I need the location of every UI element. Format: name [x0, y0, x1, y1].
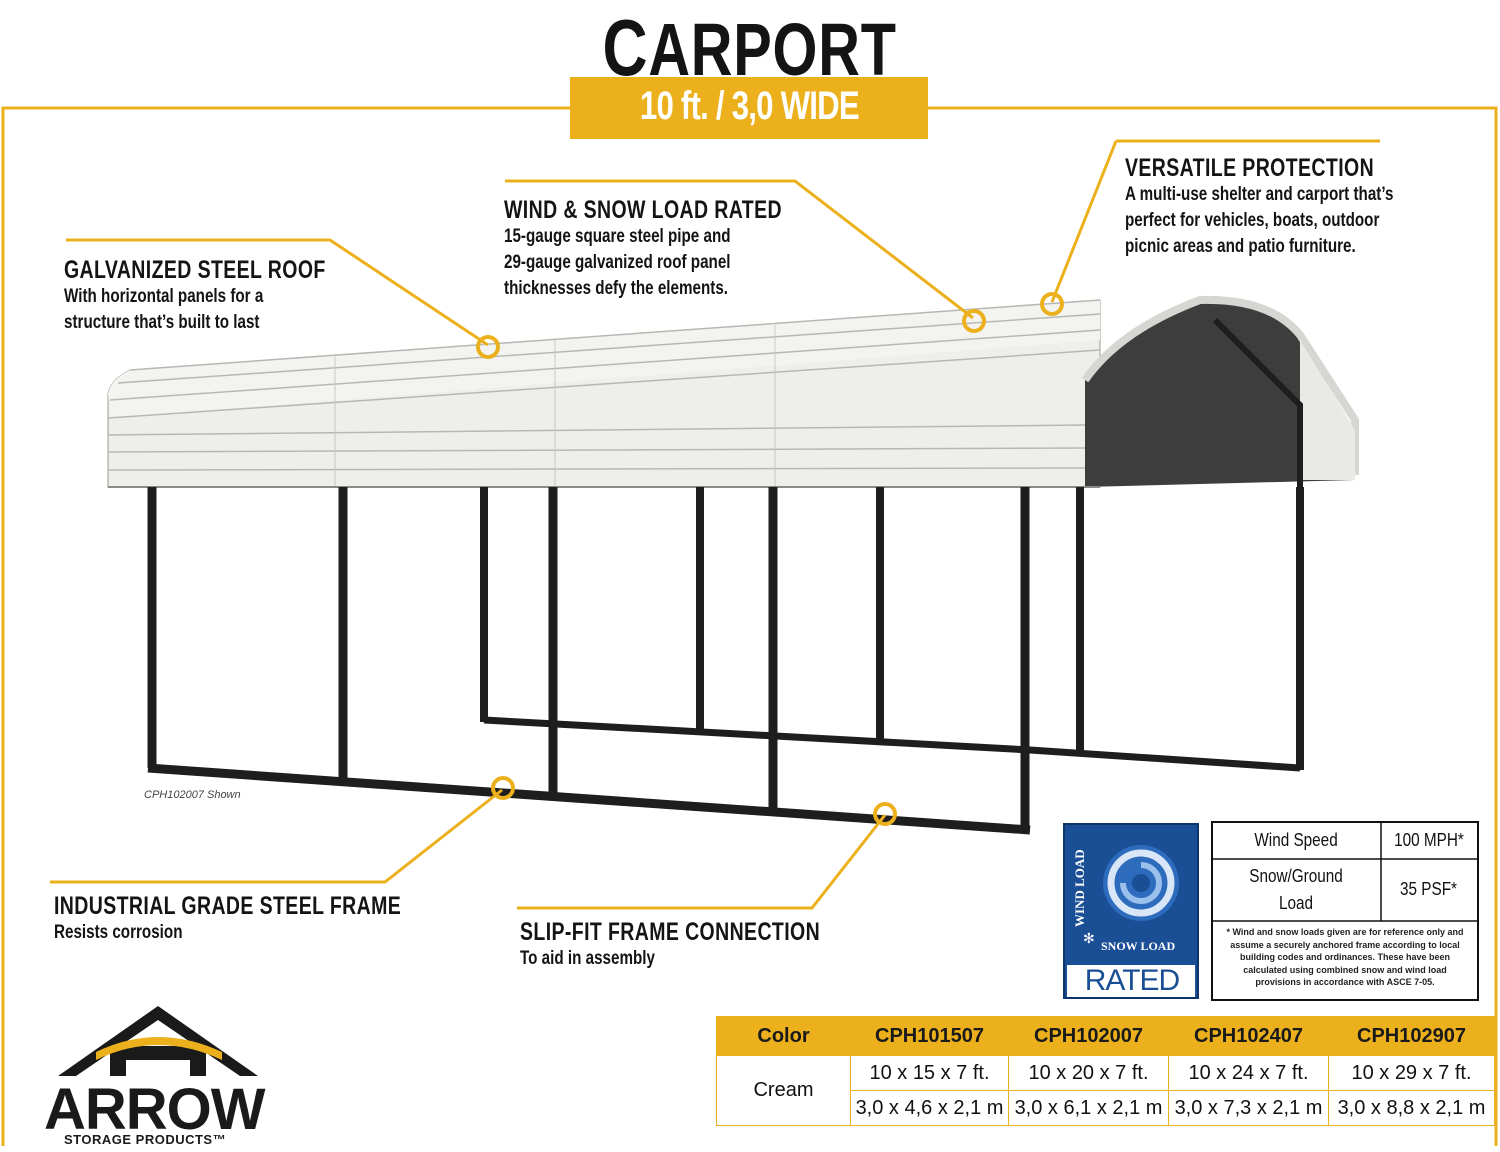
metric-size-1: 3,0 x 4,6 x 2,1 m	[850, 1090, 1009, 1126]
feature-frame-title: INDUSTRIAL GRADE STEEL FRAME	[54, 892, 402, 920]
model-header-3: CPH102407	[1168, 1016, 1329, 1056]
model-header-4: CPH102907	[1328, 1016, 1495, 1056]
feature-versatile-line-3: picnic areas and patio furniture.	[1125, 235, 1356, 257]
imperial-size-4: 10 x 29 x 7 ft.	[1328, 1055, 1495, 1091]
feature-roof-line-2: structure that’s built to last	[64, 311, 260, 333]
model-size-table: Color CPH101507 CPH102007 CPH102407 CPH1…	[716, 1016, 1495, 1126]
svg-text:✻: ✻	[1083, 930, 1095, 946]
metric-size-2: 3,0 x 6,1 x 2,1 m	[1008, 1090, 1169, 1126]
wind-speed-label: Wind Speed	[1254, 830, 1338, 850]
carport-frame	[147, 487, 1304, 835]
feature-wind-line-2: 29-gauge galvanized roof panel	[504, 251, 731, 273]
badge-rated-text: RATED	[1084, 964, 1180, 997]
arrow-logo: ARROW	[44, 1077, 266, 1142]
shown-caption: CPH102007 Shown	[144, 789, 241, 801]
snow-load-label-2: Load	[1278, 893, 1314, 913]
load-spec-table	[1211, 821, 1479, 1001]
feature-roof: GALVANIZED STEEL ROOF With horizontal pa…	[64, 256, 400, 335]
color-header: Color	[716, 1016, 851, 1056]
wind-speed-value: 100 MPH*	[1394, 830, 1464, 850]
feature-versatile-line-1: A multi-use shelter and carport that’s	[1125, 183, 1394, 205]
imperial-size-1: 10 x 15 x 7 ft.	[850, 1055, 1009, 1091]
badge-snow-text: SNOW LOAD	[1101, 939, 1176, 953]
feature-wind-line-1: 15-gauge square steel pipe and	[504, 225, 731, 247]
color-value: Cream	[716, 1055, 851, 1126]
metric-size-3: 3,0 x 7,3 x 2,1 m	[1168, 1090, 1329, 1126]
subtitle-banner	[570, 77, 928, 139]
feature-versatile-title: VERSATILE PROTECTION	[1125, 154, 1375, 182]
callout-lines	[50, 139, 1380, 910]
load-rated-badge: ✻ WIND LOAD SNOW LOAD RATED	[1063, 823, 1199, 999]
snow-load-value: 35 PSF*	[1400, 879, 1458, 899]
imperial-size-3: 10 x 24 x 7 ft.	[1168, 1055, 1329, 1091]
feature-slipfit-line-1: To aid in assembly	[520, 947, 655, 969]
badge-wind-text: WIND LOAD	[1072, 849, 1087, 927]
feature-frame: INDUSTRIAL GRADE STEEL FRAME Resists cor…	[54, 892, 499, 945]
feature-roof-title: GALVANIZED STEEL ROOF	[64, 256, 326, 284]
model-header-1: CPH101507	[850, 1016, 1009, 1056]
feature-wind-line-3: thicknesses defy the elements.	[504, 277, 729, 299]
arrow-logo-subtitle: STORAGE PRODUCTS™	[64, 1132, 227, 1147]
spec-footnote: * Wind and snow loads given are for refe…	[1226, 927, 1464, 987]
feature-frame-line-1: Resists corrosion	[54, 921, 183, 943]
feature-wind: WIND & SNOW LOAD RATED 15-gauge square s…	[504, 196, 860, 301]
feature-wind-title: WIND & SNOW LOAD RATED	[504, 196, 782, 224]
carport-roof	[107, 295, 1359, 770]
feature-slipfit: SLIP-FIT FRAME CONNECTION To aid in asse…	[520, 918, 905, 971]
model-header-2: CPH102007	[1008, 1016, 1169, 1056]
table-row: Cream 10 x 15 x 7 ft. 10 x 20 x 7 ft. 10…	[716, 1055, 1495, 1126]
table-header-row: Color CPH101507 CPH102007 CPH102407 CPH1…	[716, 1016, 1495, 1056]
snow-load-label-1: Snow/Ground	[1249, 866, 1343, 886]
imperial-size-2: 10 x 20 x 7 ft.	[1008, 1055, 1169, 1091]
subtitle: 10 ft. / 3,0 WIDE	[639, 84, 859, 128]
feature-roof-line-1: With horizontal panels for a	[64, 285, 264, 307]
feature-versatile-line-2: perfect for vehicles, boats, outdoor	[1125, 209, 1380, 231]
feature-slipfit-title: SLIP-FIT FRAME CONNECTION	[520, 918, 821, 946]
feature-versatile: VERSATILE PROTECTION A multi-use shelter…	[1125, 154, 1469, 259]
metric-size-4: 3,0 x 8,8 x 2,1 m	[1328, 1090, 1495, 1126]
border-frame	[1, 106, 1498, 1146]
logo-roof-icon	[58, 1006, 258, 1076]
table-row: 3,0 x 4,6 x 2,1 m 3,0 x 6,1 x 2,1 m 3,0 …	[717, 1090, 1495, 1126]
callout-dots	[476, 292, 1064, 826]
